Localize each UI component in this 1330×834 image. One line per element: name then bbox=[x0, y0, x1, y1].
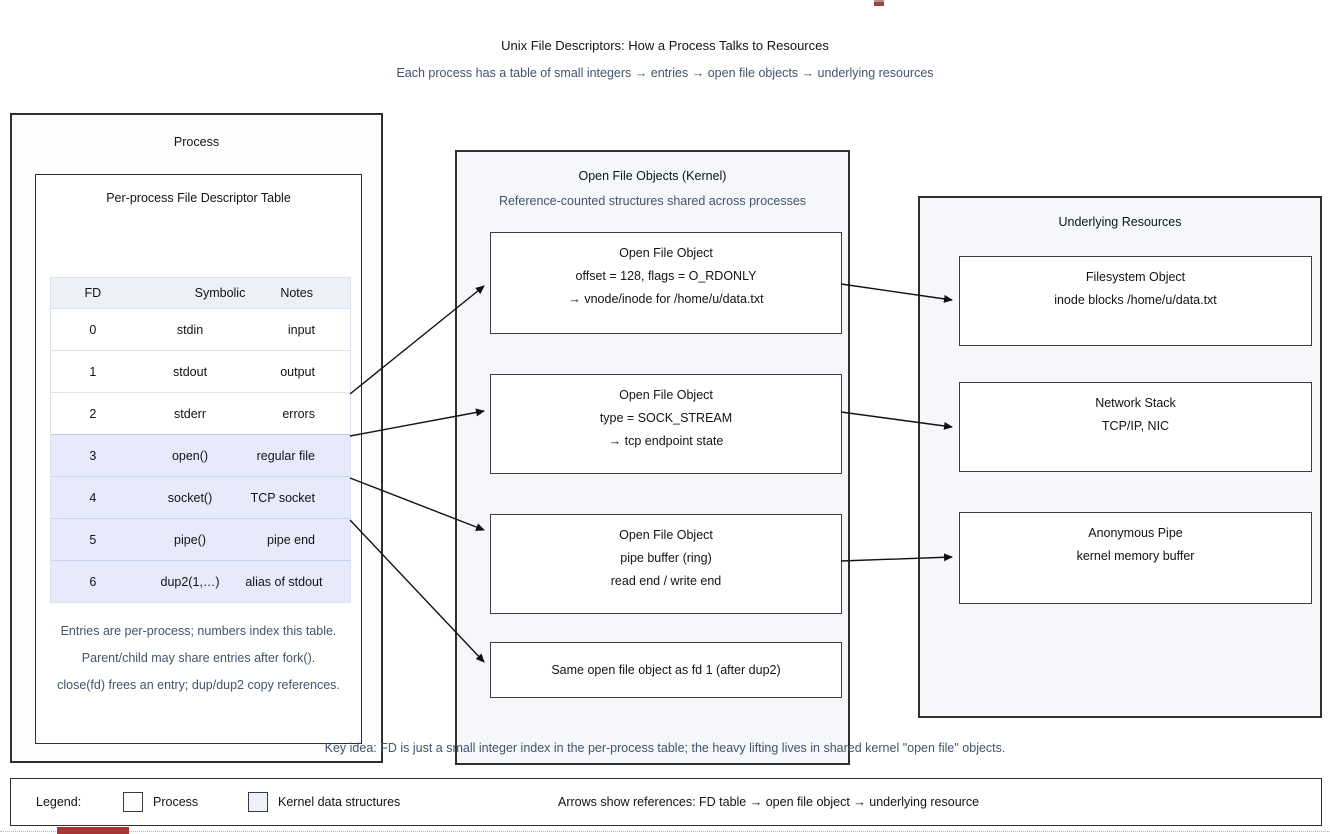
diagram-subtitle: Each process has a table of small intege… bbox=[396, 66, 934, 80]
object-title: Open File Object bbox=[619, 246, 713, 260]
fd-cell: 3 bbox=[89, 448, 97, 463]
object-line: inode blocks /home/u/data.txt bbox=[1054, 293, 1217, 307]
legend-item-kernel: Kernel data structures bbox=[278, 795, 401, 809]
process-panel-title: Process bbox=[173, 135, 220, 149]
fd-table-title: Per-process File Descriptor Table bbox=[106, 191, 291, 205]
diagram-title: Unix File Descriptors: How a Process Tal… bbox=[501, 38, 829, 53]
open-file-object-pipe: Open File Object pipe buffer (ring) read… bbox=[490, 514, 842, 614]
footnote-line: Entries are per-process; numbers index t… bbox=[60, 624, 337, 638]
kernel-color-swatch bbox=[248, 792, 268, 812]
fd-table-row-highlighted: 6 dup2(1,…) alias of stdout bbox=[51, 560, 350, 602]
object-line: kernel memory buffer bbox=[1076, 549, 1195, 563]
footnote-line: Parent/child may share entries after for… bbox=[81, 651, 316, 665]
resource-filesystem: Filesystem Object inode blocks /home/u/d… bbox=[959, 256, 1312, 346]
clipped-heading-fragment-bottom bbox=[57, 827, 129, 834]
symbolic-cell: stdout bbox=[173, 364, 208, 379]
resources-panel-title: Underlying Resources bbox=[1058, 215, 1182, 229]
symbolic-header: Symbolic bbox=[194, 286, 246, 300]
footnote-line: close(fd) frees an entry; dup/dup2 copy … bbox=[57, 678, 340, 692]
object-title: Filesystem Object bbox=[1085, 270, 1186, 284]
symbolic-cell: stderr bbox=[174, 406, 206, 421]
kernel-panel-title: Open File Objects (Kernel) bbox=[578, 169, 727, 183]
object-title: Anonymous Pipe bbox=[1088, 526, 1183, 540]
object-line: offset = 128, flags = O_RDONLY bbox=[575, 269, 757, 283]
fd-table-row-highlighted: 5 pipe() pipe end bbox=[51, 518, 350, 560]
fd-table-row: 2 stderr errors bbox=[51, 392, 350, 434]
fd-cell: 5 bbox=[89, 532, 97, 547]
fd-cell: 0 bbox=[89, 322, 97, 337]
clipped-heading-fragment-top bbox=[874, 0, 884, 6]
notes-header: Notes bbox=[280, 286, 313, 300]
open-file-object-file: Open File Object offset = 128, flags = O… bbox=[490, 232, 842, 334]
open-file-object-dup: Same open file object as fd 1 (after dup… bbox=[490, 642, 842, 698]
fd-table-row: 0 stdin input bbox=[51, 308, 350, 350]
symbolic-cell: socket() bbox=[167, 490, 213, 505]
symbolic-cell: dup2(1,…) bbox=[160, 574, 220, 589]
object-line: pipe buffer (ring) bbox=[620, 551, 712, 565]
fd-cell: 2 bbox=[89, 406, 97, 421]
resource-anonymous-pipe: Anonymous Pipe kernel memory buffer bbox=[959, 512, 1312, 604]
open-file-object-socket: Open File Object type = SOCK_STREAM → tc… bbox=[490, 374, 842, 474]
notes-cell: input bbox=[287, 322, 315, 337]
object-line: type = SOCK_STREAM bbox=[599, 411, 733, 425]
legend-item-process: Process bbox=[153, 795, 199, 809]
resource-network-stack: Network Stack TCP/IP, NIC bbox=[959, 382, 1312, 472]
legend-label: Legend: bbox=[36, 795, 82, 809]
fd-table-container: Per-process File Descriptor Table FD Sym… bbox=[35, 174, 362, 744]
fd-table-header-row: FD Symbolic Notes bbox=[51, 278, 350, 308]
fd-table-row-highlighted: 3 open() regular file bbox=[51, 434, 350, 476]
fd-table-footnotes: Entries are per-process; numbers index t… bbox=[36, 623, 361, 704]
object-title: Network Stack bbox=[1095, 396, 1176, 410]
object-line: read end / write end bbox=[610, 574, 722, 588]
notes-cell: TCP socket bbox=[250, 490, 315, 505]
notes-cell: alias of stdout bbox=[245, 574, 323, 589]
symbolic-cell: stdin bbox=[176, 322, 204, 337]
kernel-panel: Open File Objects (Kernel) Reference-cou… bbox=[455, 150, 850, 765]
fd-table: FD Symbolic Notes 0 stdin input 1 stdout… bbox=[50, 277, 351, 603]
notes-cell: regular file bbox=[256, 448, 315, 463]
legend-arrows-note: Arrows show references: FD table → open … bbox=[558, 795, 980, 809]
process-panel: Process Per-process File Descriptor Tabl… bbox=[10, 113, 383, 763]
key-idea-text: Key idea: FD is just a small integer ind… bbox=[324, 741, 1006, 755]
symbolic-cell: pipe() bbox=[174, 532, 207, 547]
notes-cell: errors bbox=[282, 406, 315, 421]
fd-cell: 4 bbox=[89, 490, 97, 505]
legend-bar: Legend: Process Kernel data structures A… bbox=[10, 778, 1322, 826]
object-title: Same open file object as fd 1 (after dup… bbox=[551, 663, 781, 677]
object-line: → vnode/inode for /home/u/data.txt bbox=[568, 292, 764, 306]
object-title: Open File Object bbox=[619, 388, 713, 402]
fd-table-row-highlighted: 4 socket() TCP socket bbox=[51, 476, 350, 518]
fd-header: FD bbox=[84, 286, 102, 300]
object-title: Open File Object bbox=[619, 528, 713, 542]
clipped-dotted-line-fragment bbox=[0, 831, 1330, 832]
symbolic-cell: open() bbox=[171, 448, 209, 463]
kernel-panel-subtitle: Reference-counted structures shared acro… bbox=[498, 194, 807, 208]
object-line: TCP/IP, NIC bbox=[1101, 419, 1170, 433]
fd-cell: 6 bbox=[89, 574, 97, 589]
notes-cell: output bbox=[280, 364, 315, 379]
object-line: → tcp endpoint state bbox=[608, 434, 724, 448]
resources-panel: Underlying Resources Filesystem Object i… bbox=[918, 196, 1322, 718]
notes-cell: pipe end bbox=[267, 532, 315, 547]
process-color-swatch bbox=[123, 792, 143, 812]
fd-cell: 1 bbox=[89, 364, 97, 379]
fd-table-row: 1 stdout output bbox=[51, 350, 350, 392]
